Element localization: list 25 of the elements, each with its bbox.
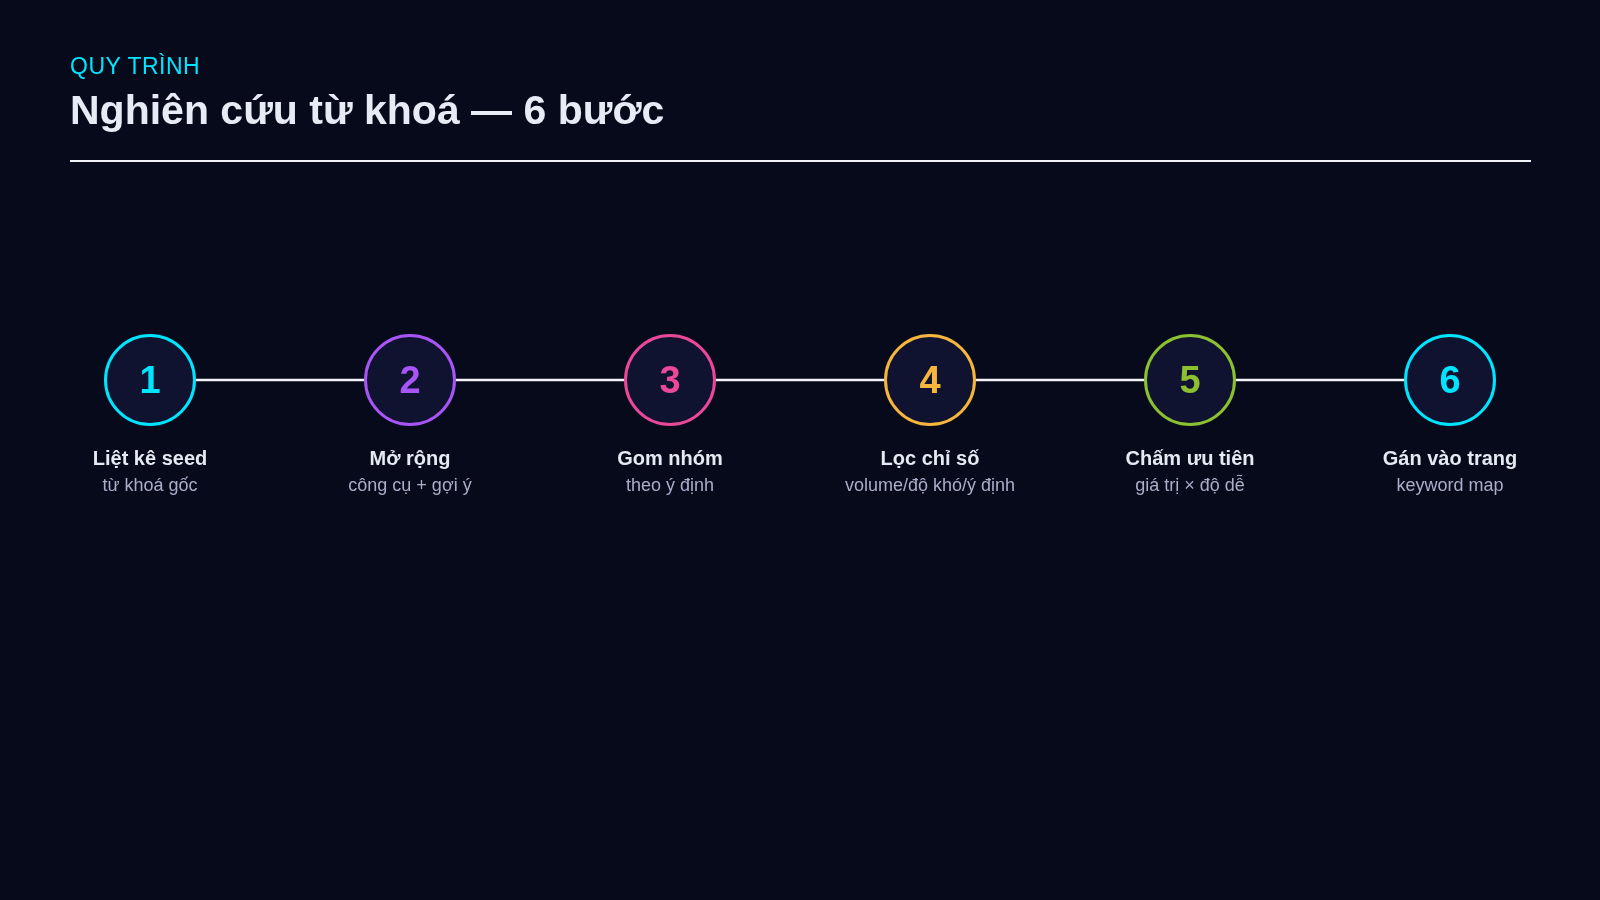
step-description: volume/độ khó/ý định xyxy=(844,474,1016,496)
connector-line xyxy=(976,378,1144,382)
step-number: 3 xyxy=(659,360,681,400)
connector-line xyxy=(1236,378,1404,382)
step-description: theo ý định xyxy=(625,474,715,496)
step-title: Gán vào trang xyxy=(1382,446,1518,470)
connector-line xyxy=(196,378,364,382)
step-title: Gom nhóm xyxy=(617,446,723,470)
step-title: Liệt kê seed xyxy=(92,446,208,470)
section-label: QUY TRÌNH xyxy=(70,52,201,80)
step-title: Chấm ưu tiên xyxy=(1125,446,1255,470)
step-number: 1 xyxy=(139,360,161,400)
connector-line xyxy=(456,378,624,382)
step-description: giá trị × độ dễ xyxy=(1135,474,1245,496)
step-description: công cụ + gợi ý xyxy=(348,474,472,496)
connector-line xyxy=(716,378,884,382)
step-title: Lọc chỉ số xyxy=(880,446,980,470)
step-number: 2 xyxy=(399,360,421,400)
step-description: keyword map xyxy=(1396,474,1504,496)
step-description: từ khoá gốc xyxy=(102,474,198,496)
step-number: 6 xyxy=(1439,360,1461,400)
step-number: 4 xyxy=(919,360,941,400)
page-title: Nghiên cứu từ khoá — 6 bước xyxy=(70,86,665,134)
step-title: Mở rộng xyxy=(369,446,451,470)
step-number: 5 xyxy=(1179,360,1201,400)
